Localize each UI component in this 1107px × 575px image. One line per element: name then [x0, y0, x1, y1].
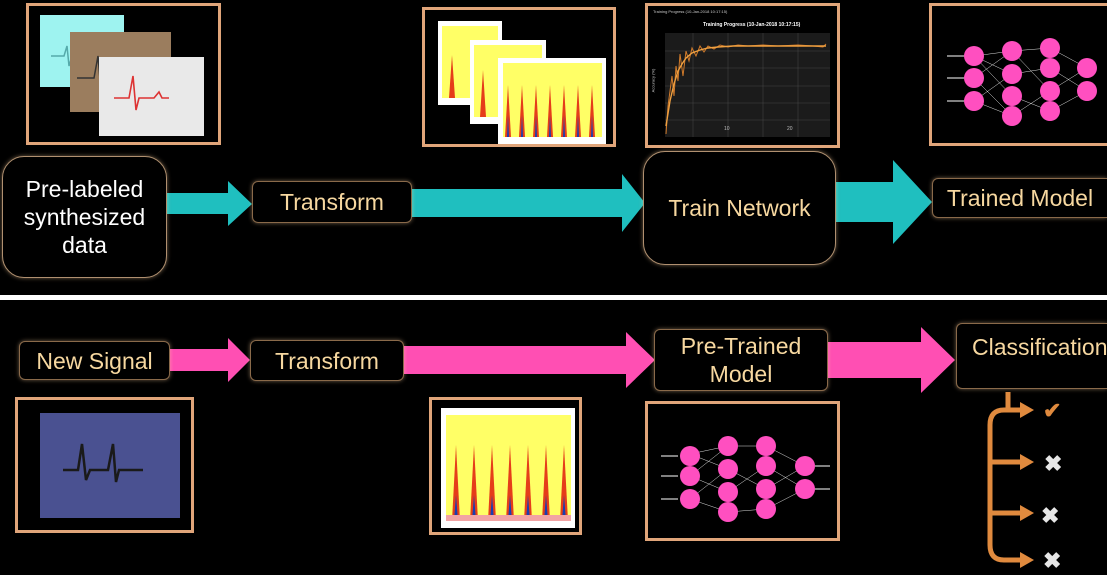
- arrow-train-to-trained: [836, 160, 932, 244]
- ecg-signal-image: [40, 413, 180, 518]
- synthesized-data-thumbnail: [26, 3, 221, 145]
- pre-trained-model-box: Pre-Trained Model: [654, 329, 828, 391]
- training-progress-thumbnail: Training Progress (10-Jan-2018 10:17:15)…: [645, 3, 840, 148]
- training-plot-title: Training Progress (10-Jan-2018 10:17:15): [703, 22, 801, 28]
- training-epoch-10: 10: [724, 126, 730, 132]
- neural-network-diagram-bottom: [661, 436, 830, 522]
- classification-box: Classification: [956, 323, 1107, 389]
- neural-network-diagram-top: [947, 38, 1097, 126]
- arrow-source-to-transform: [165, 181, 252, 226]
- trained-model-box: Trained Model: [932, 178, 1107, 218]
- scalogram-stack-thumbnail: [422, 7, 616, 147]
- scalogram-stack-image: [438, 21, 606, 144]
- arrow-pretrained-to-classification: [828, 327, 955, 393]
- pre-labeled-data-box: Pre-labeled synthesized data: [2, 156, 167, 278]
- classification-branches: [987, 392, 1022, 563]
- new-signal-box: New Signal: [19, 341, 170, 380]
- training-accuracy-plot: [665, 33, 830, 137]
- neural-network-thumbnail-bottom: [645, 401, 840, 541]
- cross-icon: ✖: [1043, 548, 1062, 573]
- transform-box-top: Transform: [252, 181, 412, 223]
- training-window-title: Training Progress (10-Jan-2018 10:17:15): [653, 9, 728, 14]
- scalogram-image: [441, 408, 575, 528]
- train-network-box: Train Network: [643, 151, 836, 265]
- neural-network-thumbnail-top: [929, 3, 1107, 146]
- arrow-transform-to-pretrained: [404, 332, 655, 388]
- cross-icon: ✖: [1044, 451, 1063, 476]
- training-epoch-20: 20: [787, 126, 793, 132]
- check-icon: ✔: [1043, 398, 1062, 423]
- section-divider: [0, 295, 1107, 300]
- cross-icon: ✖: [1041, 503, 1060, 528]
- transform-box-bottom: Transform: [250, 340, 404, 381]
- new-signal-thumbnail: [15, 397, 194, 533]
- arrow-signal-to-transform: [170, 338, 250, 382]
- arrow-transform-to-train: [412, 174, 645, 232]
- ecg-stack-image: [40, 15, 204, 136]
- scalogram-thumbnail-bottom: [429, 397, 582, 535]
